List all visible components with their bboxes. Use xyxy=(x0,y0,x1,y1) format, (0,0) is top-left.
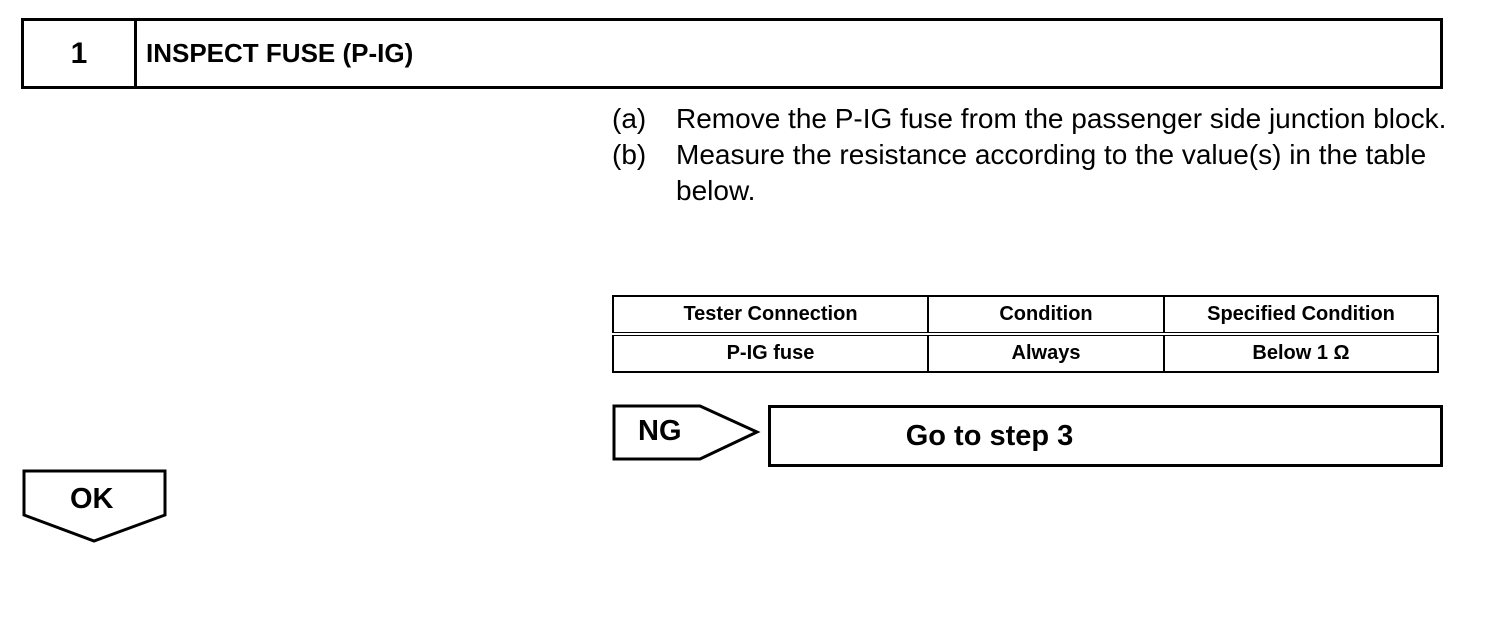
table-header-cell: Specified Condition xyxy=(1163,295,1439,335)
step-title: INSPECT FUSE (P-IG) xyxy=(146,38,414,68)
table-header-cell: Condition xyxy=(927,295,1165,335)
spec-table: Tester Connection Condition Specified Co… xyxy=(612,295,1439,373)
ng-arrow-icon xyxy=(612,404,761,461)
instruction-item: (a) Remove the P-IG fuse from the passen… xyxy=(612,101,1452,137)
go-to-step-box[interactable]: Go to step 3 xyxy=(768,405,1443,467)
instruction-letter: (a) xyxy=(612,103,647,134)
step-number: 1 xyxy=(24,21,137,86)
table-header-cell: Tester Connection xyxy=(612,295,929,335)
instruction-letter: (b) xyxy=(612,139,647,170)
table-header-row: Tester Connection Condition Specified Co… xyxy=(612,295,1439,335)
step-header: 1 INSPECT FUSE (P-IG) xyxy=(21,18,1443,89)
go-to-step-text: Go to step 3 xyxy=(905,419,1074,452)
ok-label: OK xyxy=(70,483,114,515)
table-cell: P-IG fuse xyxy=(612,333,929,373)
instruction-text: Measure the resistance according to the … xyxy=(676,139,1427,206)
instruction-item: (b) Measure the resistance according to … xyxy=(612,137,1452,209)
table-cell: Always xyxy=(927,333,1165,373)
instruction-list: (a) Remove the P-IG fuse from the passen… xyxy=(612,101,1452,209)
table-row: P-IG fuse Always Below 1 Ω xyxy=(612,333,1439,373)
ok-arrow-icon xyxy=(22,469,167,543)
ng-label: NG xyxy=(638,415,682,447)
table-cell: Below 1 Ω xyxy=(1163,333,1439,373)
instruction-text: Remove the P-IG fuse from the passenger … xyxy=(676,103,1447,134)
